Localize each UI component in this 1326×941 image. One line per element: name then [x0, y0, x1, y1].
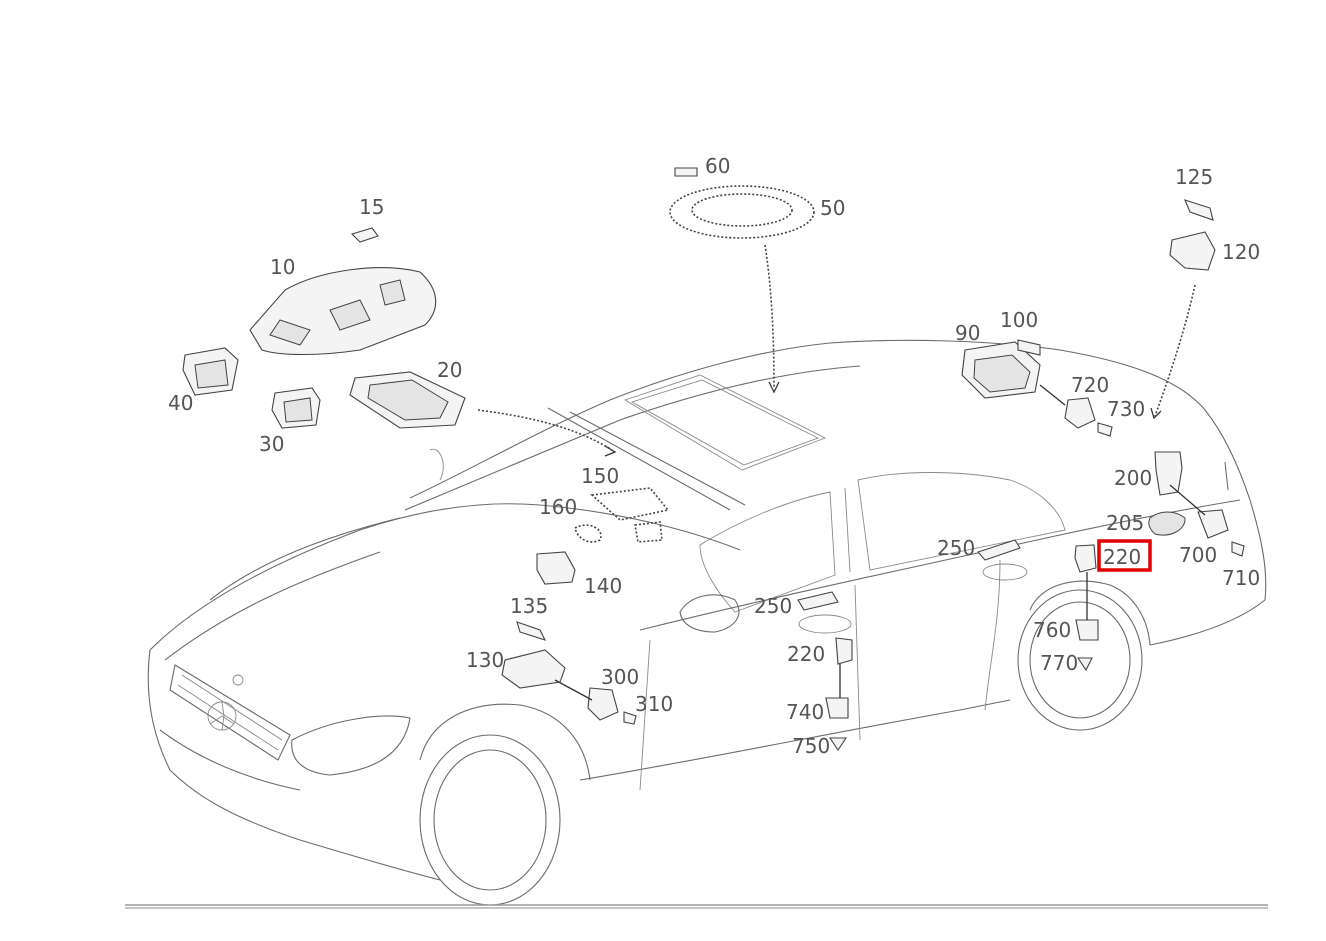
label-300[interactable]: 300 [601, 665, 639, 689]
label-140[interactable]: 140 [584, 574, 622, 598]
part-labels: 15 10 40 30 20 60 50 125 120 90 100 720 … [168, 154, 1260, 758]
label-250-rear[interactable]: 250 [937, 536, 975, 560]
label-160[interactable]: 160 [539, 495, 577, 519]
label-730[interactable]: 730 [1107, 397, 1145, 421]
label-720[interactable]: 720 [1071, 373, 1109, 397]
label-740[interactable]: 740 [786, 700, 824, 724]
label-130[interactable]: 130 [466, 648, 504, 672]
label-120[interactable]: 120 [1222, 240, 1260, 264]
label-10[interactable]: 10 [270, 255, 295, 279]
label-50[interactable]: 50 [820, 196, 845, 220]
label-90[interactable]: 90 [955, 321, 980, 345]
label-760[interactable]: 760 [1033, 618, 1071, 642]
label-770[interactable]: 770 [1040, 651, 1078, 675]
leader-lines [477, 244, 1206, 701]
label-750[interactable]: 750 [792, 734, 830, 758]
label-135[interactable]: 135 [510, 594, 548, 618]
label-20[interactable]: 20 [437, 358, 462, 382]
label-30[interactable]: 30 [259, 432, 284, 456]
label-310[interactable]: 310 [635, 692, 673, 716]
selected-part-highlight [1097, 539, 1152, 572]
label-220-front[interactable]: 220 [787, 642, 825, 666]
label-60[interactable]: 60 [705, 154, 730, 178]
label-40[interactable]: 40 [168, 391, 193, 415]
label-100[interactable]: 100 [1000, 308, 1038, 332]
label-710[interactable]: 710 [1222, 566, 1260, 590]
label-200[interactable]: 200 [1114, 466, 1152, 490]
part-drawings [182, 167, 1245, 751]
label-205[interactable]: 205 [1106, 511, 1144, 535]
label-700[interactable]: 700 [1179, 543, 1217, 567]
label-220-highlighted[interactable]: 220 [1103, 545, 1141, 569]
label-125[interactable]: 125 [1175, 165, 1213, 189]
label-15[interactable]: 15 [359, 195, 384, 219]
label-250-front[interactable]: 250 [754, 594, 792, 618]
label-150[interactable]: 150 [581, 464, 619, 488]
